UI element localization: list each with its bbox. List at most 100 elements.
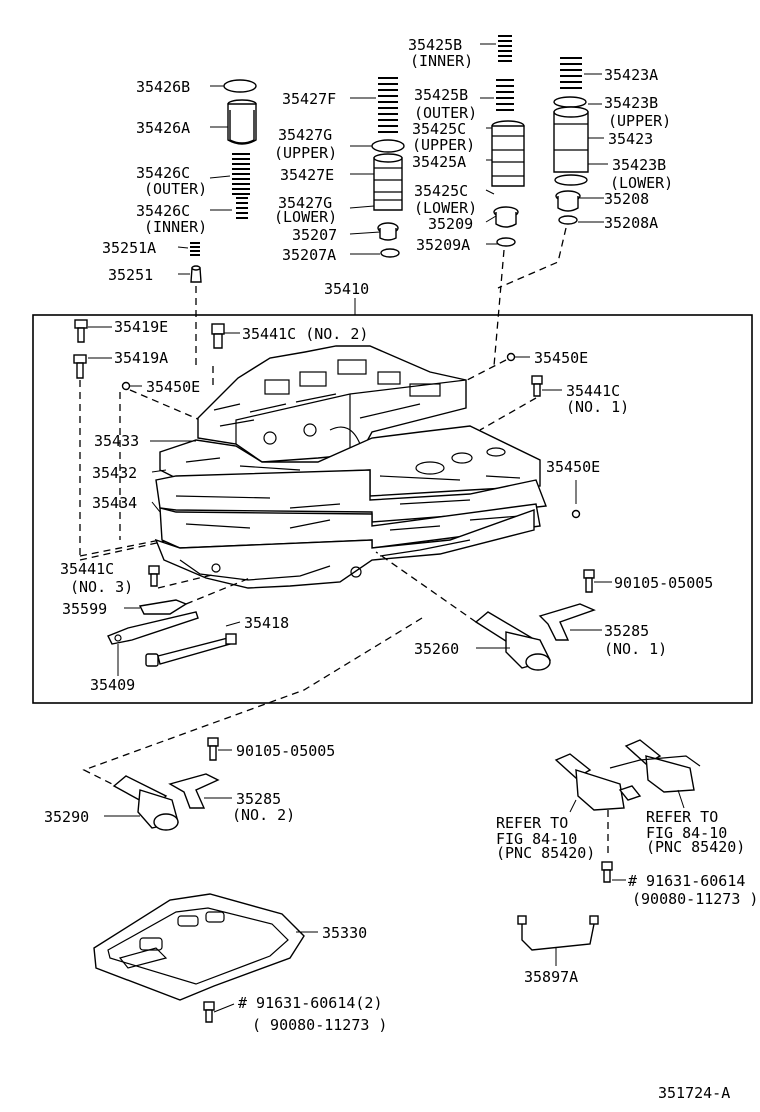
label-35427g-lower: 35427G (278, 194, 332, 212)
label-35207: 35207 (292, 226, 337, 244)
leader-35209a (493, 249, 505, 367)
label-35208a: 35208A (604, 214, 658, 232)
label-35260: 35260 (414, 640, 459, 658)
ball-35450e-b (506, 352, 516, 362)
label-35450e-b: 35450E (534, 349, 588, 367)
dash-35290 (82, 617, 423, 789)
plug-35208 (555, 190, 581, 212)
label-inner-1: (INNER) (410, 52, 473, 70)
label-no1-a: (NO. 1) (566, 398, 629, 416)
plate-35599 (138, 599, 188, 615)
label-35441c-no2: 35441C (NO. 2) (242, 325, 368, 343)
label-35599: 35599 (62, 600, 107, 618)
valve-body-box (32, 314, 753, 704)
ball-35450e-c (571, 509, 581, 519)
leader-ball-a (129, 389, 201, 421)
label-upper-1: (UPPER) (608, 112, 671, 130)
ball-35450e-a (121, 381, 131, 391)
sleeve-35425a (491, 120, 525, 187)
ring-35423b-upper (553, 96, 587, 108)
valve-35423 (553, 106, 589, 173)
plate-35432 (155, 469, 547, 523)
label-lower-3: (LOWER) (414, 199, 477, 217)
label-35207a: 35207A (282, 246, 336, 264)
clip-35207a (380, 248, 400, 258)
label-35410: 35410 (324, 280, 369, 298)
spring-35251a (190, 242, 200, 256)
label-refer-a1: REFER TO (496, 814, 568, 832)
label-35441c-no3: 35441C (60, 560, 114, 578)
pipe-35897a (517, 915, 599, 951)
label-90105-b: 90105-05005 (236, 742, 335, 760)
lever-35409 (107, 611, 199, 645)
leader-refer-b (677, 789, 685, 809)
label-35426c-outer: 35426C (136, 164, 190, 182)
label-35434: 35434 (92, 494, 137, 512)
label-refer-a2: FIG 84-10 (496, 830, 577, 848)
spring-35427f (378, 77, 398, 133)
solenoid-pair (554, 739, 701, 811)
label-refer-b2: FIG 84-10 (646, 824, 727, 842)
label-35208: 35208 (604, 190, 649, 208)
leader-big-left (79, 539, 161, 557)
label-35419e: 35419E (114, 318, 168, 336)
label-bolt-a1: # 91631-60614 (628, 872, 745, 890)
plug-35207 (377, 222, 399, 241)
leader-35418 (225, 621, 241, 627)
spring-35426c-inner (236, 197, 248, 219)
leader-bolt-no3 (157, 573, 217, 589)
label-outer-2: (OUTER) (144, 180, 207, 198)
label-35426c-inner: 35426C (136, 202, 190, 220)
bolt-90105-a (583, 569, 595, 593)
plug-35209 (493, 206, 519, 228)
bracket-35285-no2 (168, 773, 220, 809)
label-35330: 35330 (322, 924, 367, 942)
plunger-35426a (227, 99, 257, 145)
bolt-91631-b (203, 1001, 215, 1023)
label-35426a: 35426A (136, 119, 190, 137)
leaders-stack (150, 440, 196, 513)
valve-35427e (373, 153, 403, 211)
clip-35208a (558, 215, 578, 225)
label-lower-2: (LOWER) (274, 208, 337, 226)
label-35209: 35209 (428, 215, 473, 233)
pin-35251 (190, 265, 202, 283)
clip-35209a (496, 237, 516, 247)
label-35427e: 35427E (280, 166, 334, 184)
label-no1-b: (NO. 1) (604, 640, 667, 658)
label-lower-1: (LOWER) (610, 174, 673, 192)
label-35425b-inner: 35425B (408, 36, 462, 54)
label-35441c-no1: 35441C (566, 382, 620, 400)
label-refer-a3: (PNC 85420) (496, 844, 595, 862)
label-bolt-b2: ( 90080-11273 ) (252, 1016, 387, 1034)
bolt-90105-b (207, 737, 219, 761)
label-35409: 35409 (90, 676, 135, 694)
label-bolt-a2: (90080-11273 ) (632, 890, 758, 908)
label-refer-b3: (PNC 85420) (646, 838, 745, 856)
leader-lines-top (177, 43, 608, 275)
label-upper-3: (UPPER) (412, 136, 475, 154)
label-35432: 35432 (92, 464, 137, 482)
label-35426b: 35426B (136, 78, 190, 96)
leader-35208a (497, 227, 567, 289)
leader-bolt-b (213, 1003, 235, 1013)
label-35427g-upper: 35427G (278, 126, 332, 144)
label-inner-2: (INNER) (144, 218, 207, 236)
solenoid-35290 (112, 775, 179, 831)
cap-35426b (223, 79, 257, 93)
bolt-35441c-no1 (531, 375, 543, 397)
label-35251: 35251 (108, 266, 153, 284)
label-35251a: 35251A (102, 239, 156, 257)
label-35419a: 35419A (114, 349, 168, 367)
leader-bolts-left (79, 380, 171, 561)
label-35290: 35290 (44, 808, 89, 826)
bolt-91631-a (601, 861, 613, 883)
dash-35260 (375, 551, 477, 623)
label-35423: 35423 (608, 130, 653, 148)
drawing-number: 351724-A (658, 1084, 730, 1102)
label-35450e-a: 35450E (146, 378, 200, 396)
bolt-35441c-no3 (148, 565, 160, 587)
label-35285-no2: 35285 (236, 790, 281, 808)
leader-35419 (88, 326, 112, 359)
label-35425c-lower: 35425C (414, 182, 468, 200)
